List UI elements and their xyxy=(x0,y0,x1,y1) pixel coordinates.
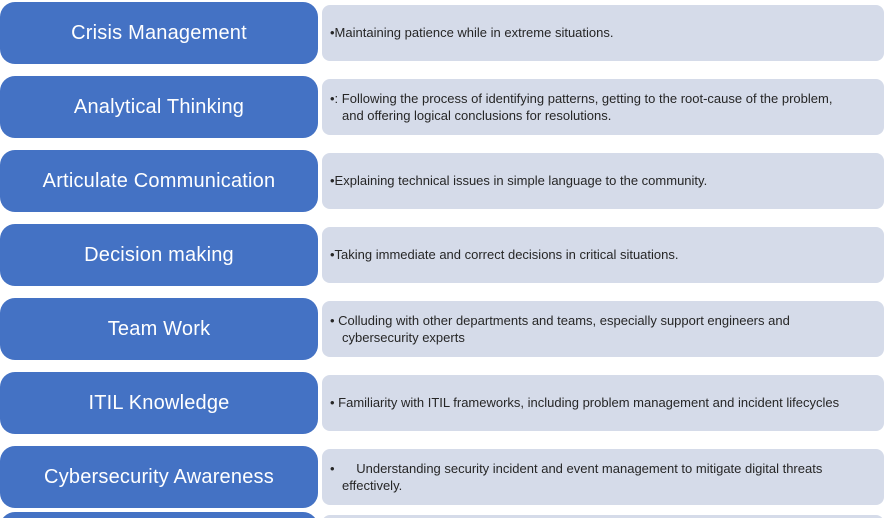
description-bar: • Colluding with other departments and t… xyxy=(322,301,884,357)
skill-title-box: Crisis Management xyxy=(0,2,318,64)
skill-title: ITIL Knowledge xyxy=(88,391,230,414)
skill-row: ITIL Knowledge • Familiarity with ITIL f… xyxy=(0,372,892,434)
partial-description-bar xyxy=(322,515,884,518)
description-text: • Familiarity with ITIL frameworks, incl… xyxy=(330,395,840,411)
skill-title-box: Analytical Thinking xyxy=(0,76,318,138)
description-text: •Taking immediate and correct decisions … xyxy=(330,247,679,263)
description-text: •: Following the process of identifying … xyxy=(330,90,837,123)
skill-row: Decision making •Taking immediate and co… xyxy=(0,224,892,286)
skill-title-box: ITIL Knowledge xyxy=(0,372,318,434)
skill-title-box: Cybersecurity Awareness xyxy=(0,446,318,508)
skill-title-box: Articulate Communication xyxy=(0,150,318,212)
description-bar: •Explaining technical issues in simple l… xyxy=(322,153,884,209)
skill-title: Decision making xyxy=(84,243,234,266)
skill-row: Articulate Communication •Explaining tec… xyxy=(0,150,892,212)
partial-skill-box xyxy=(0,512,318,518)
description-text: • Colluding with other departments and t… xyxy=(330,312,794,345)
description-text: •Explaining technical issues in simple l… xyxy=(330,173,708,189)
skill-row: Analytical Thinking •: Following the pro… xyxy=(0,76,892,138)
description-text: •Maintaining patience while in extreme s… xyxy=(330,25,614,41)
skill-title: Cybersecurity Awareness xyxy=(44,465,274,488)
description-bar: • Understanding security incident and ev… xyxy=(322,449,884,505)
partial-next-row xyxy=(0,512,892,518)
description-bar: •Taking immediate and correct decisions … xyxy=(322,227,884,283)
skill-title-box: Decision making xyxy=(0,224,318,286)
skill-title-box: Team Work xyxy=(0,298,318,360)
skill-title: Articulate Communication xyxy=(42,169,276,192)
skill-title: Crisis Management xyxy=(71,21,247,44)
description-bar: •Maintaining patience while in extreme s… xyxy=(322,5,884,61)
description-bar: •: Following the process of identifying … xyxy=(322,79,884,135)
skill-row: Crisis Management •Maintaining patience … xyxy=(0,2,892,64)
description-text: • Understanding security incident and ev… xyxy=(330,460,826,493)
skill-row: Cybersecurity Awareness • Understanding … xyxy=(0,446,892,508)
skill-title: Team Work xyxy=(107,317,211,340)
skill-row: Team Work • Colluding with other departm… xyxy=(0,298,892,360)
description-bar: • Familiarity with ITIL frameworks, incl… xyxy=(322,375,884,431)
skill-title: Analytical Thinking xyxy=(73,95,245,118)
